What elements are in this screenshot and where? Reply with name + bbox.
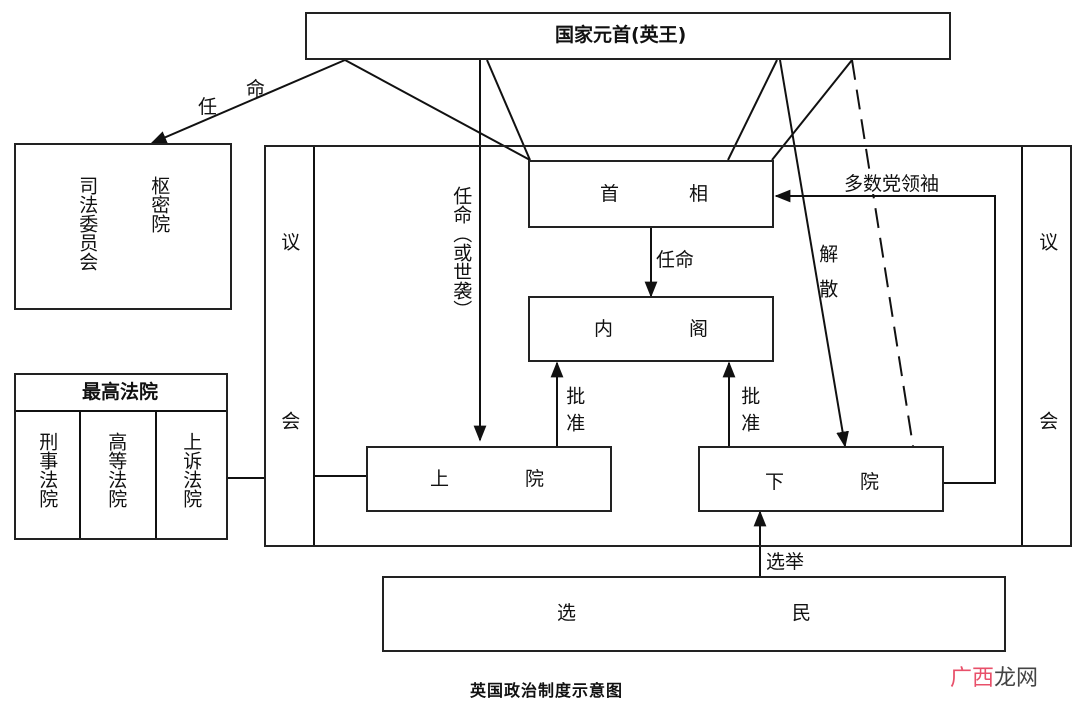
edge-label-majority-leader: 多数党领袖 [842, 173, 942, 195]
edge-monarch-privy [150, 59, 346, 144]
high-court-label: 高等法院 [105, 432, 128, 508]
edge-label-dissolve: 解散 [816, 244, 839, 314]
appeal-court-label: 上诉法院 [180, 432, 203, 508]
parliament-frame [264, 145, 1072, 547]
monarch-label: 国家元首(英王) [555, 24, 687, 46]
voters-label: 选 民 [557, 602, 812, 624]
supreme-court-box [14, 373, 228, 540]
criminal-court-label: 刑事法院 [36, 432, 59, 508]
pm-label: 首 相 [600, 183, 709, 205]
figure-caption: 英国政治制度示意图 [470, 681, 624, 700]
edge-label-appoint-lords: 任命（或世袭） [450, 186, 473, 319]
commons-box [698, 446, 944, 512]
edge-monarch-pm-c [727, 59, 778, 161]
supreme-court-label: 最高法院 [82, 381, 159, 403]
lords-box [366, 446, 612, 512]
voters-box [382, 576, 1006, 652]
pm-box [528, 160, 774, 228]
lords-label: 上 院 [430, 468, 545, 490]
parliament-left-label: 议会 [278, 232, 301, 590]
watermark: 广西龙网 [950, 660, 1038, 692]
edge-monarch-pm-d [771, 59, 853, 161]
edge-label-approve-left: 批准 [563, 386, 586, 440]
edge-monarch-pm-a [344, 59, 531, 161]
judicial-committee-label: 司法委员会 [76, 176, 99, 271]
edge-dashed [851, 59, 914, 447]
edge-majority-leader [774, 189, 996, 484]
edge-label-elect: 选举 [766, 551, 805, 573]
privy-council-box [14, 143, 232, 310]
monarch-box [305, 12, 951, 60]
commons-label: 下 院 [765, 471, 880, 493]
parliament-right-label: 议会 [1036, 232, 1059, 590]
edge-label-appoint-cabinet: 任命 [656, 249, 695, 271]
cabinet-box [528, 296, 774, 362]
watermark-part1: 广西 [950, 666, 995, 691]
edge-label-appoint-1: 任 [198, 96, 218, 118]
edge-monarch-commons [779, 59, 849, 448]
edge-label-appoint-2: 命 [246, 78, 266, 100]
privy-council-label: 枢密院 [148, 176, 171, 233]
edge-label-approve-right: 批准 [738, 386, 761, 440]
edge-monarch-pm-b [486, 59, 531, 161]
cabinet-label: 内 阁 [594, 318, 709, 340]
watermark-part2: 龙网 [994, 666, 1039, 691]
